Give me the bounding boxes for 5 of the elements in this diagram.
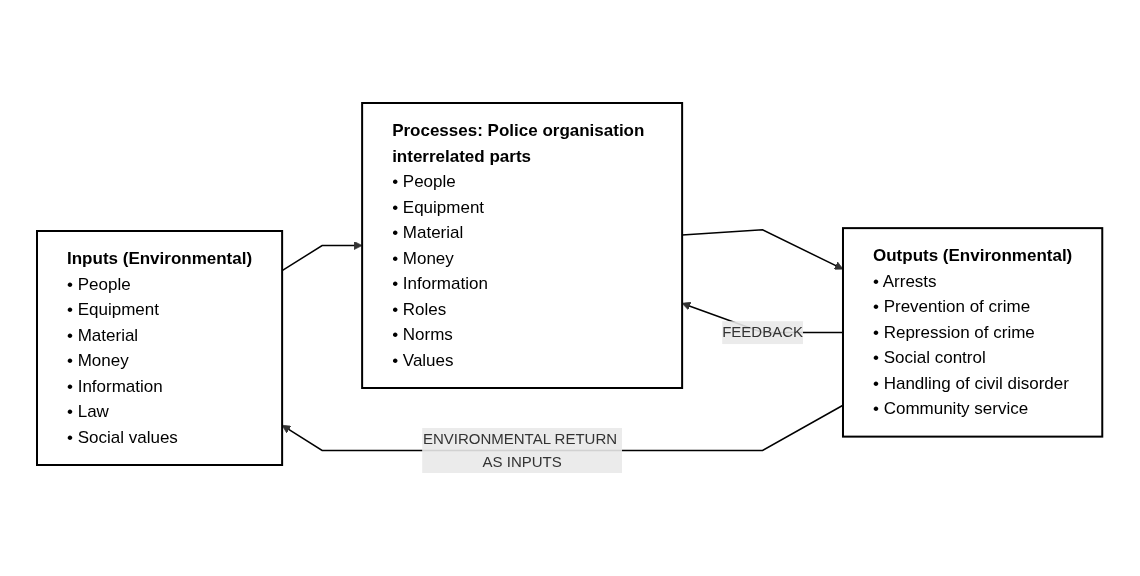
edge-label: FEEDBACK [722,323,804,341]
node-box: Outputs (Environmental) • Arrests • Prevention of crime • Repression of crime • Social control • Handling of civil disorder • Community service [842,227,1104,438]
edge-label: ENVIRONMENTAL RETURN AS INPUTS [423,430,618,470]
node-box: Inputs (Environmental) • People • Equipment • Material • Money • Information • Law • Social values [36,230,284,466]
node-box: Processes: Police organisation interrelated parts • People • Equipment • Material • Money • Information • Roles • Norms • Values [361,102,684,389]
